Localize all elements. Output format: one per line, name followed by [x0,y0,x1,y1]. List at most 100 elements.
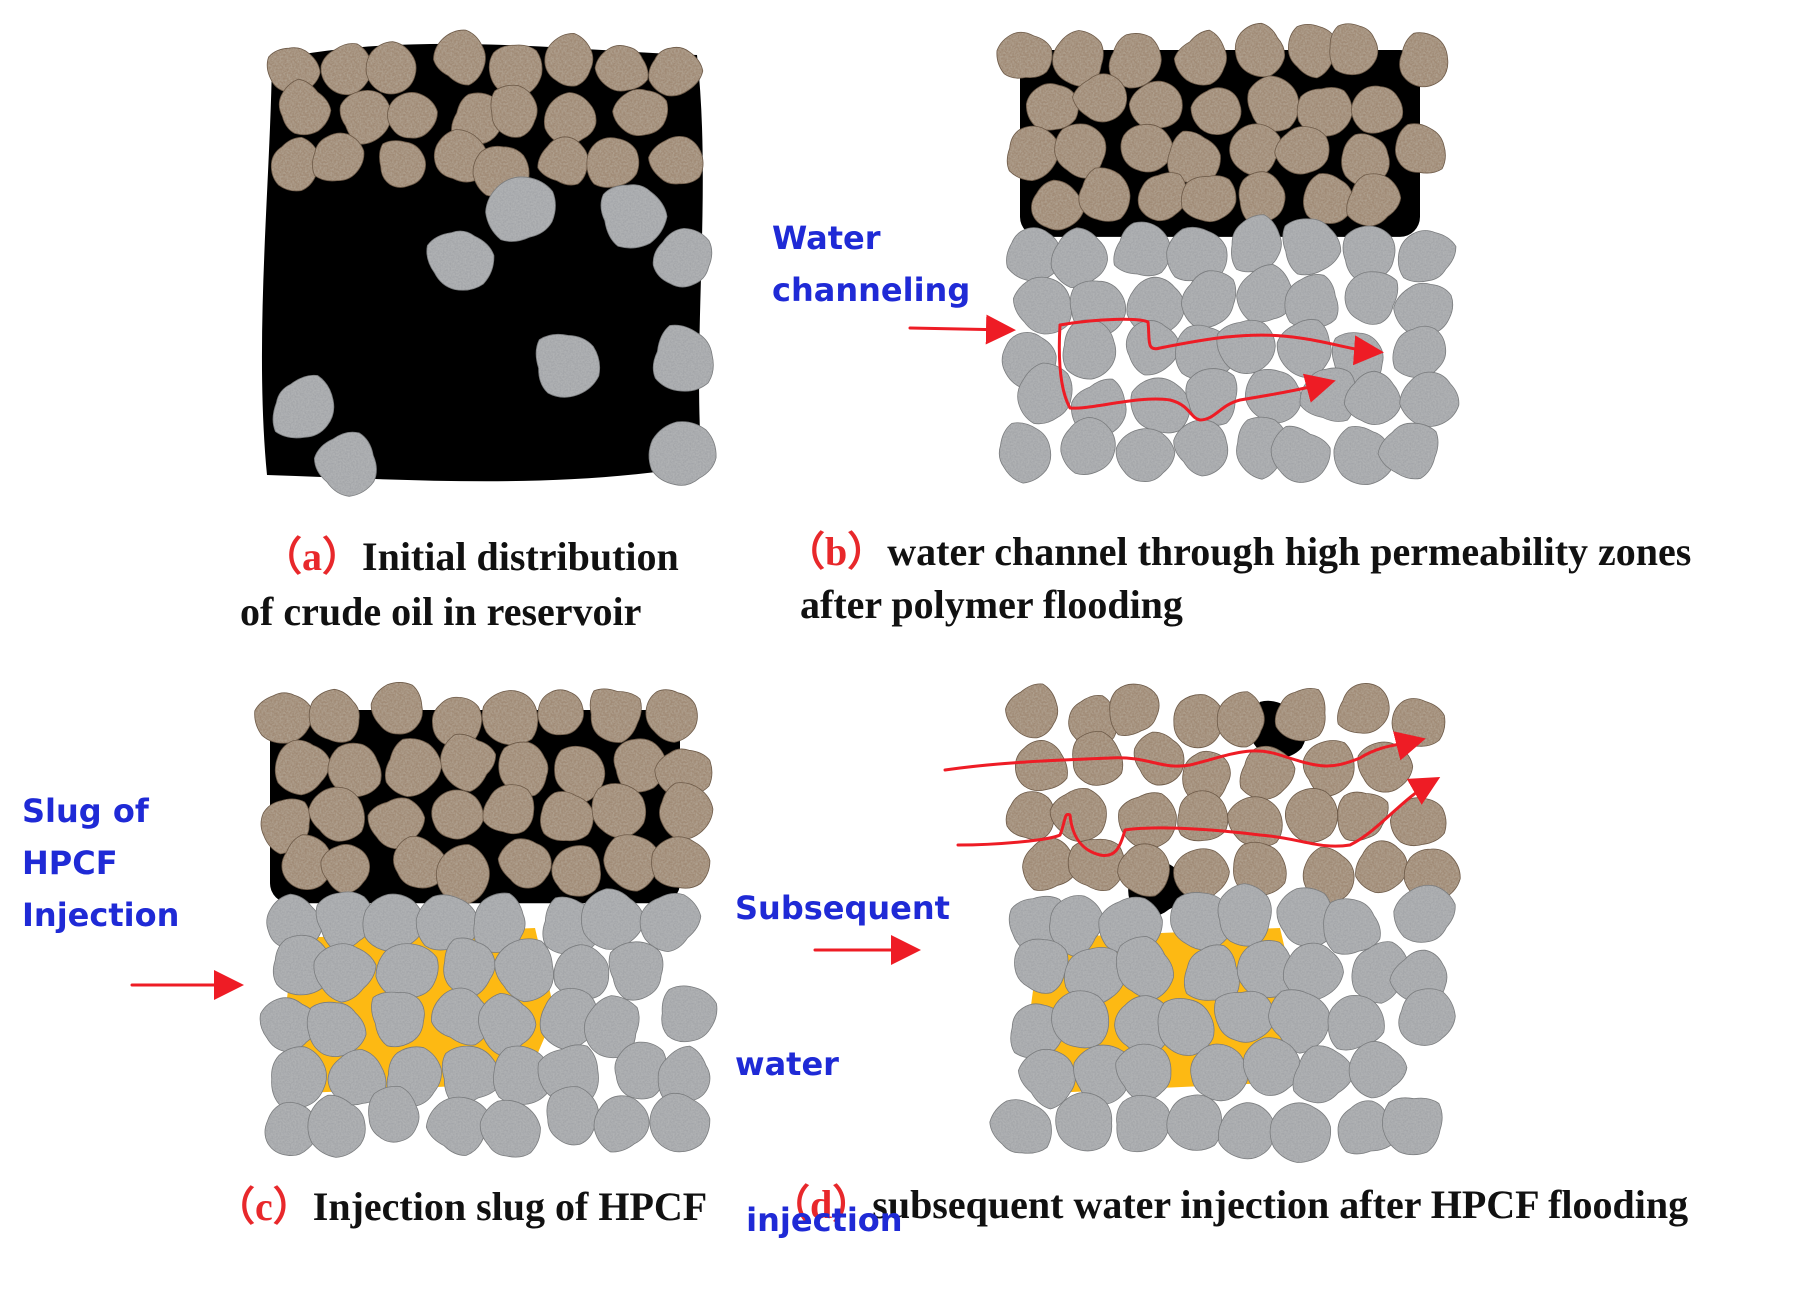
diagram-canvas [130,22,1461,1163]
rock-grain [1269,1102,1332,1163]
rock-grain [1344,370,1402,425]
sandstone-grain [274,739,331,796]
label-water-channeling-line-1: Water [772,219,881,257]
rock-grain [272,374,335,439]
sandstone-grain [996,31,1053,79]
sandstone-grain [654,748,713,797]
sandstone-grain [1355,840,1408,894]
sandstone-grain [1357,741,1414,793]
sandstone-grain [648,136,704,185]
sandstone-grain [1005,683,1059,739]
label-subsequent-line-2: water [735,1045,839,1083]
sandstone-grain [367,797,426,850]
sandstone-grain [659,782,714,841]
sandstone-grain [440,733,497,792]
panel-a-initial-oil [261,29,717,497]
caption-a-tag: （a） [262,534,362,579]
rock-grain [1115,1043,1172,1101]
sandstone-grain [1284,788,1339,843]
sandstone-grain [384,738,442,797]
rock-grain [652,324,714,392]
rock-grain [1217,883,1272,947]
sandstone-grain [1274,687,1326,742]
sandstone-grain [648,46,704,97]
sandstone-grain [379,140,426,188]
sandstone-grain [1302,740,1355,797]
sandstone-grain [482,784,535,835]
sandstone-grain [1329,23,1379,76]
sandstone-grain [1227,796,1283,847]
rock-grain [1062,319,1117,380]
flow-arrows [130,314,1441,1000]
panel-b-water-channeling [996,22,1460,486]
rock-grain [473,892,526,953]
sandstone-grain [1389,797,1447,847]
sandstone-grain [1234,22,1285,78]
sandstone-grain [1173,694,1225,749]
sandstone-grain [498,741,549,797]
rock-grain [1348,1041,1408,1099]
sandstone-grain [612,88,669,136]
sandstone-grain [544,32,594,87]
caption-b-line-2-wrap: after polymer flooding [800,578,1183,632]
rock-grain [1337,1100,1396,1155]
rock-grain [1292,1045,1355,1104]
rock-grain [535,333,601,398]
sandstone-grain [1173,29,1227,86]
sandstone-grain [1052,30,1104,87]
rock-grain [1393,884,1456,943]
label-water-channeling: Water channeling [772,212,970,316]
caption-a-line-1: Initial distribution [362,534,679,579]
caption-b: （b）water channel through high permeabili… [785,525,1691,579]
label-slug-line-1: Slug of [22,792,149,830]
rock-grain [1157,997,1215,1056]
label-slug-line-3: Injection [22,896,180,934]
rock-grain [1115,428,1176,482]
rock-grain [1323,898,1381,955]
caption-b-line-1: water channel through high permeability … [887,529,1692,574]
water-channel-path-upper [1058,317,1384,366]
sandstone-grain [1180,175,1237,223]
rock-grain [583,995,640,1059]
sandstone-grain [1190,87,1242,135]
rock-grain [998,422,1052,484]
sandstone-grain [1337,791,1389,842]
sandstone-grain [365,41,417,95]
sandstone-grain [339,89,392,145]
label-subsequent-line-3: injection [735,1201,903,1239]
caption-b-line-2: after polymer flooding [800,582,1183,627]
rock-grain [1055,1092,1113,1152]
label-subsequent-line-1: Subsequent [735,889,950,927]
sandstone-grain [537,136,589,186]
sandstone-grain [1350,85,1404,134]
rock-grain [1217,1102,1275,1160]
sandstone-grain [540,791,594,842]
rock-grain [1050,227,1108,288]
rock-grain [1170,892,1233,951]
caption-a: （a）Initial distribution [262,530,679,584]
rock-grain [307,1094,366,1158]
sandstone-grain [1337,683,1390,734]
sandstone-grain [1117,843,1170,897]
rock-grain [1014,938,1069,994]
sandstone-grain [594,45,649,92]
sandstone-grain [586,137,640,188]
rock-grain [1073,1044,1130,1105]
water-flow-path-lower [956,777,1441,858]
sandstone-grain [1173,848,1230,899]
rock-grain [1173,419,1229,477]
rock-grain [593,1095,650,1153]
sandstone-grain [1014,740,1068,792]
sandstone-grain [481,690,539,746]
sandstone-grain [537,689,584,736]
rock-grain [1017,362,1073,425]
sandstone-grain [645,689,698,743]
rock-grain [478,992,537,1056]
rock-grain [315,891,375,952]
sandstone-grain [589,688,642,743]
rock-grain [425,1096,489,1156]
rock-grain [485,176,556,242]
rock-grain [494,938,554,1003]
sandstone-grain [1078,167,1131,222]
sandstone-grain [1006,125,1060,182]
